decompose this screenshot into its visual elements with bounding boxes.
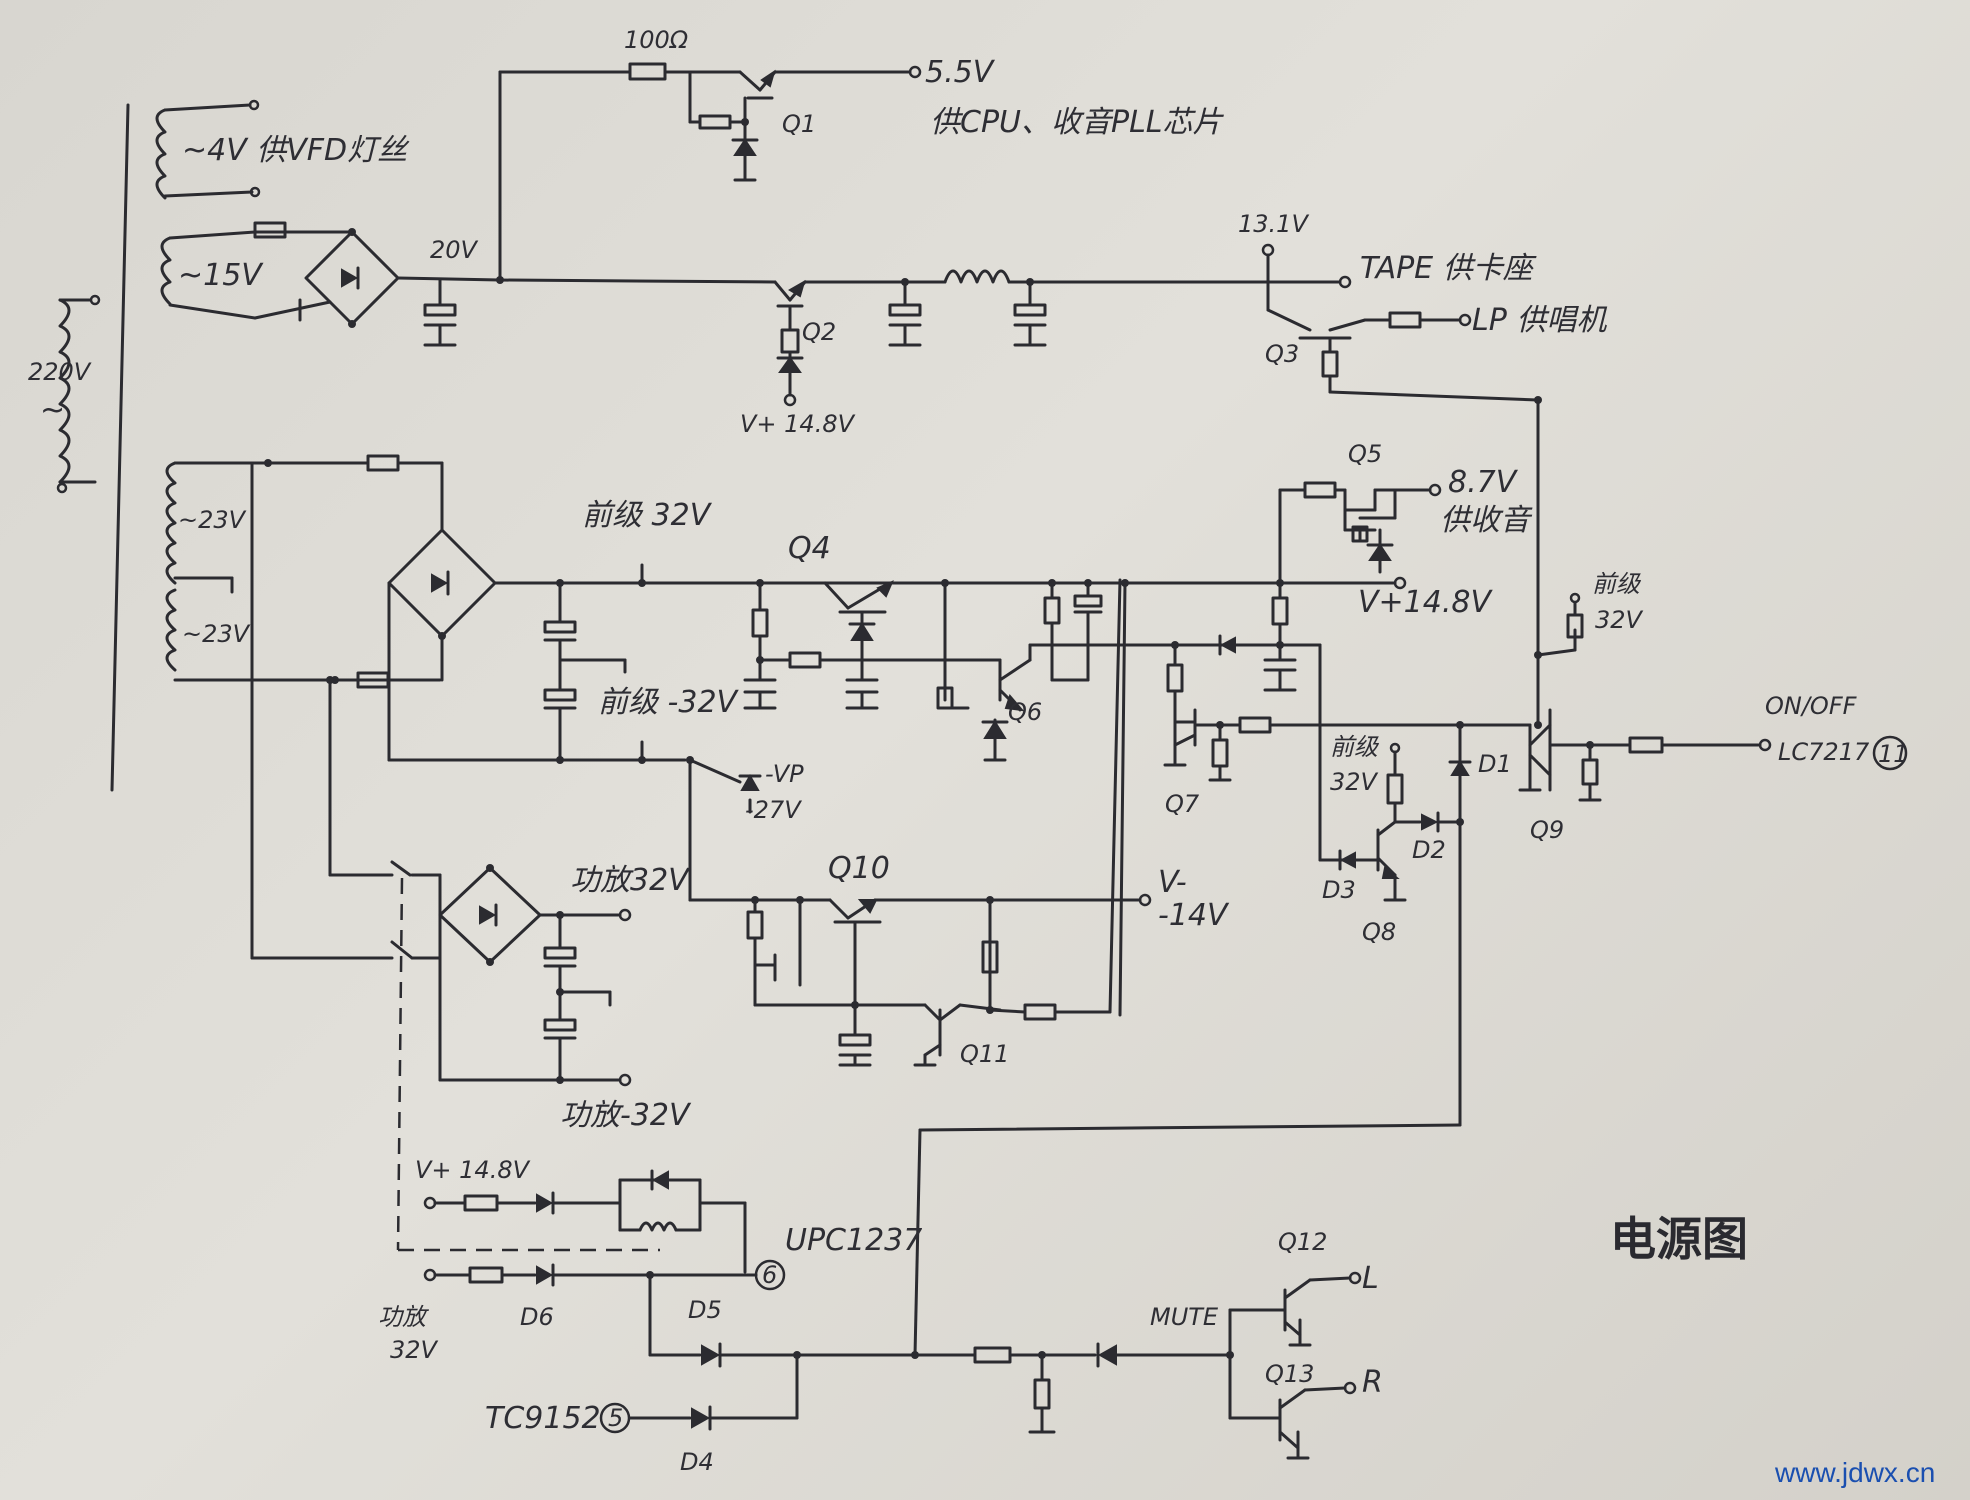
- rail-13v: [773, 243, 1542, 407]
- rectifier-23v: [264, 454, 1127, 902]
- negative-regulator: [688, 578, 1152, 1067]
- label-27v: -27V: [745, 796, 802, 824]
- label-q3: Q3: [1265, 340, 1299, 368]
- label-q6: Q6: [1008, 698, 1042, 726]
- label-13v1: 13.1V: [1238, 210, 1309, 238]
- label-q7: Q7: [1165, 790, 1200, 818]
- label-pin-6: 6: [762, 1261, 777, 1289]
- labels: 220V ~ ~4V 供VFD灯丝 ~15V ~23V ~23V 20V 100…: [28, 26, 1935, 1488]
- label-q5: Q5: [1348, 440, 1382, 468]
- label-5v5: 5.5V: [925, 55, 996, 90]
- mute-control-block: [1163, 398, 1908, 1127]
- label-d5: D5: [688, 1296, 722, 1324]
- label-q2: Q2: [802, 318, 836, 346]
- watermark: www.jdwx.cn: [1774, 1457, 1935, 1488]
- label-pin-11: 11: [1878, 740, 1909, 768]
- label-out-r: R: [1362, 1365, 1383, 1400]
- rail-20v: [496, 62, 922, 284]
- label-lp: LP 供唱机: [1472, 303, 1607, 338]
- label-d6: D6: [520, 1303, 554, 1331]
- page-title: 电源图: [1610, 1212, 1748, 1266]
- label-pwr-32v: 功放32V: [570, 863, 691, 898]
- label-4v-vfd: ~4V 供VFD灯丝: [182, 133, 410, 168]
- label-upc1237: UPC1237: [785, 1223, 922, 1258]
- label-out-l: L: [1362, 1261, 1379, 1296]
- label-bottom-v148: V+ 14.8V: [415, 1156, 531, 1184]
- rectifier-15v: [253, 221, 502, 347]
- label-lc7217: LC7217: [1778, 738, 1870, 766]
- label-q10: Q10: [828, 851, 890, 886]
- label-pwr-minus-32v: 功放-32V: [560, 1098, 692, 1133]
- label-15v: ~15V: [178, 258, 264, 293]
- label-23v-bottom: ~23V: [182, 620, 251, 648]
- label-d4: D4: [680, 1448, 714, 1476]
- label-minus-14v: -14V: [1158, 898, 1230, 933]
- label-100ohm: 100Ω: [624, 26, 689, 54]
- label-220v-ac: ~: [40, 393, 65, 428]
- label-d2: D2: [1412, 836, 1446, 864]
- label-q8: Q8: [1362, 918, 1396, 946]
- label-q13: Q13: [1265, 1360, 1314, 1388]
- label-vp: -VP: [765, 760, 804, 788]
- label-pwr-32v-b-v: 32V: [390, 1336, 439, 1364]
- label-q8-pre-v: 32V: [1330, 768, 1379, 796]
- label-q1: Q1: [782, 110, 816, 138]
- label-20v: 20V: [430, 236, 479, 264]
- label-q9-pre: 前级: [1592, 570, 1642, 598]
- label-pre-32v: 前级 32V: [582, 498, 713, 533]
- label-v148-q2: V+ 14.8V: [740, 410, 856, 438]
- transformer: [56, 99, 442, 792]
- label-23v-top: ~23V: [178, 506, 247, 534]
- label-d3: D3: [1322, 876, 1356, 904]
- label-8v7-desc: 供收音: [1440, 503, 1533, 538]
- label-tape: TAPE 供卡座: [1360, 251, 1537, 286]
- label-8v7: 8.7V: [1448, 465, 1519, 500]
- label-v148: V+14.8V: [1358, 585, 1493, 620]
- label-q4: Q4: [788, 531, 831, 566]
- protection-mute-block: [423, 1123, 1462, 1460]
- label-q9: Q9: [1530, 816, 1564, 844]
- label-pre-minus-32v: 前级 -32V: [598, 685, 740, 720]
- label-q11: Q11: [960, 1040, 1009, 1068]
- power-amp-supply: [250, 461, 660, 1252]
- label-d1: D1: [1478, 750, 1512, 778]
- label-q8-pre: 前级: [1330, 733, 1380, 761]
- label-pwr-32v-b: 功放: [378, 1303, 430, 1331]
- label-mute: MUTE: [1150, 1303, 1219, 1331]
- label-pin-5: 5: [608, 1404, 623, 1432]
- label-q12: Q12: [1278, 1228, 1327, 1256]
- label-tc9152: TC9152: [485, 1401, 601, 1436]
- label-q9-pre-v: 32V: [1595, 606, 1644, 634]
- label-onoff: ON/OFF: [1765, 692, 1858, 720]
- label-5v5-desc: 供CPU、收音PLL芯片: [930, 105, 1225, 140]
- label-v-minus: V-: [1158, 865, 1187, 900]
- label-220v: 220V: [28, 358, 92, 386]
